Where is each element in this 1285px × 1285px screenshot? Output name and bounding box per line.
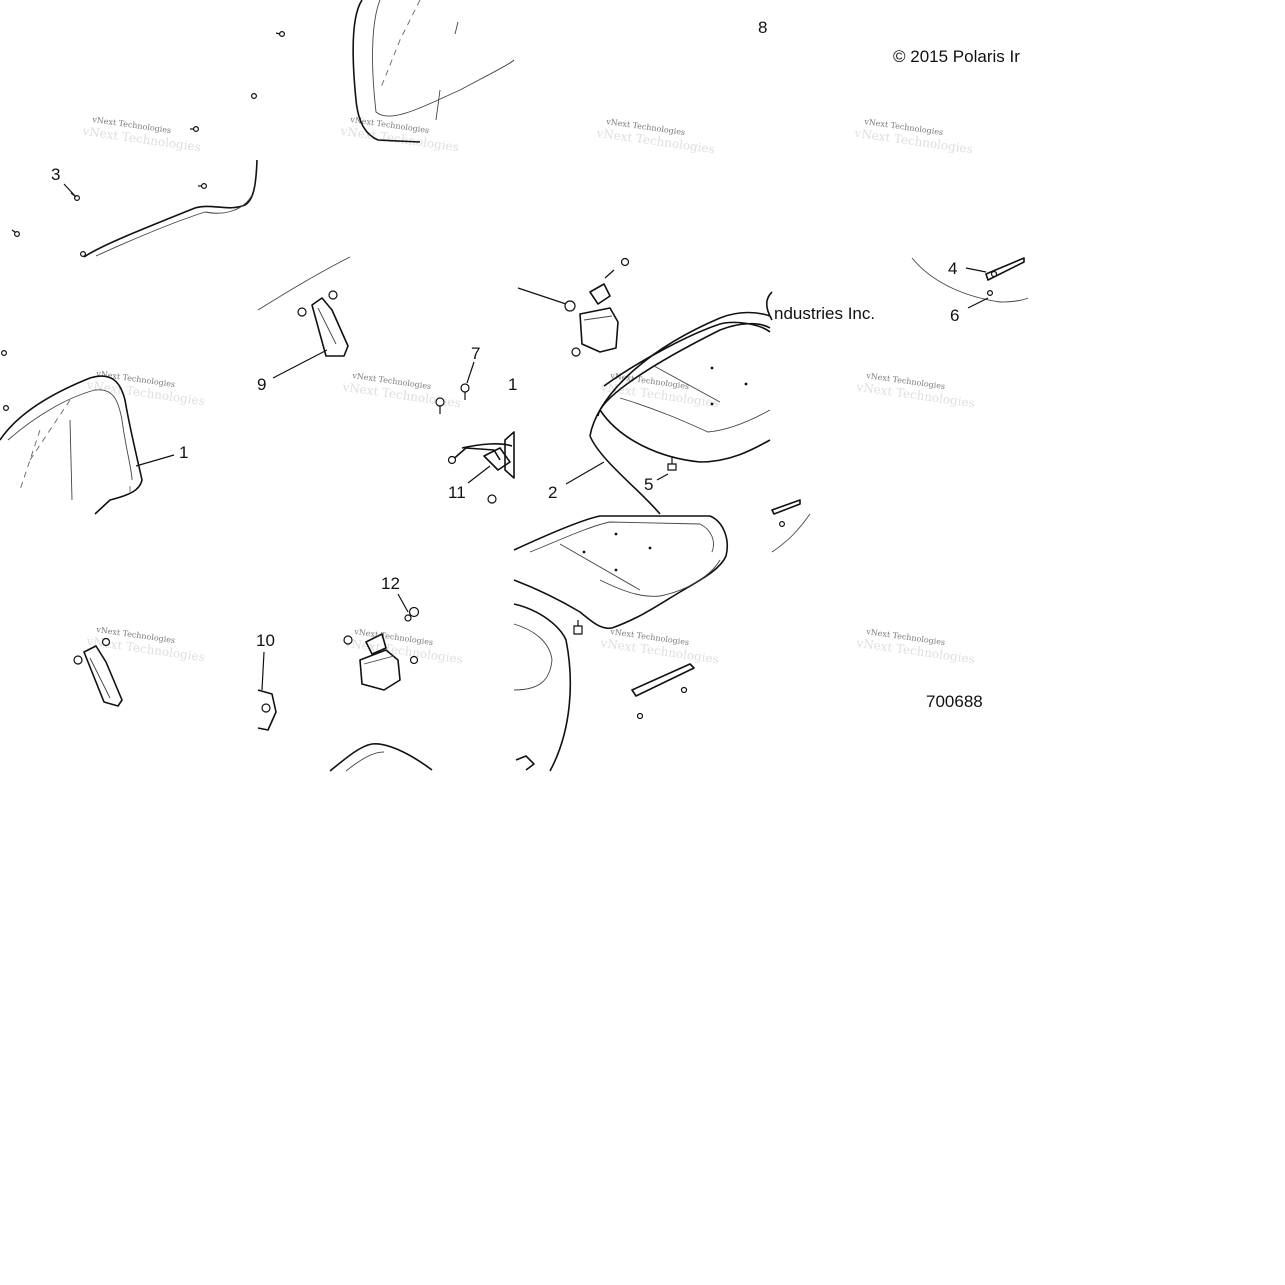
leader-3 xyxy=(63,183,77,198)
leader-5 xyxy=(656,473,669,481)
cushion-dimple xyxy=(614,568,618,572)
screw xyxy=(11,229,21,238)
screw xyxy=(190,125,200,132)
cushion-dimple xyxy=(710,402,714,406)
seat-back-bottom-inner xyxy=(345,751,385,772)
buckle-fragment xyxy=(257,689,277,731)
callout-12: 12 xyxy=(381,574,400,593)
nut xyxy=(487,494,497,504)
callout-3: 3 xyxy=(51,165,60,184)
seat-base-lower-inner xyxy=(513,623,553,691)
callout-partial: 1 xyxy=(508,375,517,394)
screw xyxy=(0,350,8,357)
screw xyxy=(2,405,10,412)
leader-10 xyxy=(261,651,265,691)
stud xyxy=(573,620,583,635)
leader-7 xyxy=(466,361,475,384)
copyright-left: © 2015 Polaris Ir xyxy=(893,47,1020,66)
clip-fragment xyxy=(515,755,535,771)
callout-10: 10 xyxy=(256,631,275,650)
seat-back-1-inner xyxy=(7,389,133,481)
seat-back-fragment-right xyxy=(765,291,773,321)
seat-back-top-inner xyxy=(372,0,515,117)
seat-back-fragment xyxy=(83,159,258,258)
screw-6 xyxy=(986,290,993,297)
tile-0-1 xyxy=(352,0,515,143)
seat-base-edge-lower xyxy=(771,513,811,553)
cushion-dimple xyxy=(614,532,618,536)
callout-7: 7 xyxy=(471,344,480,363)
tile-2-1: 10 12 xyxy=(256,574,433,772)
cushion-dimple xyxy=(648,546,652,550)
cushion-dimple xyxy=(582,550,586,554)
callout-5: 5 xyxy=(644,475,653,494)
mount-bracket xyxy=(631,663,695,720)
retractor-upper xyxy=(564,257,630,357)
bracket-fragment xyxy=(771,499,801,515)
drawing-number: 700688 xyxy=(926,692,983,711)
tile-1-3: ndustries Inc. 4 6 xyxy=(765,257,1029,325)
cushion-dimple xyxy=(744,382,748,386)
seat-back-edge xyxy=(257,256,351,311)
seat-back-1-hidden xyxy=(19,399,131,496)
screw xyxy=(79,251,86,258)
seat-back-inner xyxy=(95,194,253,257)
cushion-dimple xyxy=(710,366,714,370)
leader-6 xyxy=(967,297,989,309)
watermarks: vNext Technologies vNext Technologies vN… xyxy=(81,115,976,666)
bracket-4 xyxy=(985,257,1025,281)
screw xyxy=(778,520,785,527)
tile-2-3: 700688 xyxy=(771,499,983,711)
callout-2: 2 xyxy=(548,483,557,502)
seat-base-lower xyxy=(513,603,572,772)
tile-2-2 xyxy=(513,515,728,772)
tile-2-0 xyxy=(73,637,123,707)
callout-11: 11 xyxy=(448,483,466,502)
screw xyxy=(198,183,208,190)
bolt-7 xyxy=(435,383,470,414)
seat-outline xyxy=(589,311,771,437)
seat-back-top-mark xyxy=(454,21,459,35)
bracket-9 xyxy=(297,290,349,357)
leader-11 xyxy=(467,465,491,484)
seat-back-top xyxy=(352,0,421,143)
callout-8: 8 xyxy=(758,18,767,37)
tile-1-0: 1 xyxy=(0,350,188,515)
seat-back-top-hidden xyxy=(379,0,421,91)
seat-cushion-lower xyxy=(513,515,728,630)
callout-4: 4 xyxy=(948,259,957,278)
tile-1-1: 9 7 1 11 xyxy=(257,256,517,504)
bracket-lower xyxy=(73,637,123,707)
leader-12 xyxy=(397,593,409,613)
seat-belt-11 xyxy=(447,431,515,479)
seat-back-1 xyxy=(0,375,143,515)
leader-4 xyxy=(965,267,987,273)
leader-2 xyxy=(565,461,605,485)
seat-back-top-mark xyxy=(435,89,441,121)
leader-9 xyxy=(272,349,328,379)
callout-9: 9 xyxy=(257,375,266,394)
seat-cushion-2 xyxy=(597,321,771,463)
leader-1 xyxy=(135,454,175,467)
seat-back-bottom xyxy=(329,743,433,772)
seat-back-1-mark xyxy=(69,419,73,501)
tile-1-2: 5 2 xyxy=(517,257,771,515)
seat-base-edge xyxy=(911,257,1029,303)
seat-outline-lower xyxy=(589,435,661,515)
screw xyxy=(251,92,258,99)
retractor-lower xyxy=(343,606,420,691)
screw xyxy=(275,31,286,38)
stud-5 xyxy=(667,456,677,471)
callout-6: 6 xyxy=(950,306,959,325)
copyright-right: ndustries Inc. xyxy=(774,304,875,323)
tile-0-0: 3 xyxy=(11,31,286,258)
callout-1: 1 xyxy=(179,443,188,462)
leader-unlabeled xyxy=(517,287,567,305)
